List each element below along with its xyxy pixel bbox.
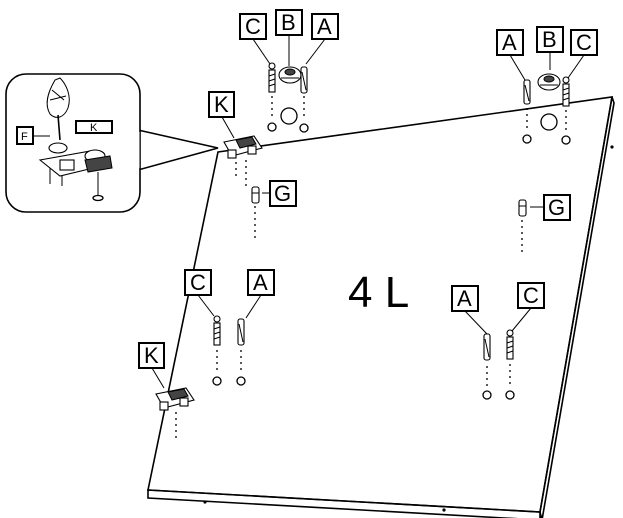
hole (280, 107, 298, 125)
panel-board (147, 96, 615, 518)
label-k-box (208, 91, 235, 118)
detail-callout: F K (5, 73, 219, 213)
hole (540, 113, 558, 131)
label-k-small: K (90, 122, 98, 134)
hinge-group-upper: K (208, 91, 263, 190)
hole (522, 134, 532, 144)
label-c: C (245, 14, 261, 39)
label-b: B (542, 27, 557, 52)
label-c-box (184, 269, 212, 296)
dowel-icon (483, 333, 491, 361)
hand-screwdriver-icon (46, 77, 70, 141)
dowel-icon (523, 79, 531, 105)
hardware-group-mid-right: A C (451, 282, 545, 400)
label-g-box (269, 180, 297, 207)
edge-hole (610, 145, 614, 149)
cam-bolt-icon (562, 76, 570, 107)
shelf-pin-icon (251, 186, 260, 204)
hole (212, 376, 222, 386)
pin-group-right: G (518, 194, 571, 252)
cam-lock-icon (537, 73, 561, 91)
label-f: F (21, 131, 28, 143)
label-a: A (457, 286, 472, 311)
shelf-pin-icon (518, 199, 527, 217)
cam-lock-icon (278, 66, 302, 84)
label-k: K (144, 343, 159, 368)
hardware-group-mid-left: C A (184, 269, 275, 386)
hole (482, 390, 492, 400)
edge-hole (203, 500, 207, 504)
pin-group-upper-left: G (251, 180, 297, 240)
label-g: G (274, 181, 291, 206)
hardware-group-top-left: C B A (239, 9, 339, 133)
cam-bolt-icon (506, 329, 514, 360)
label-k: K (214, 92, 229, 117)
hole (236, 376, 246, 386)
cam-bolt-icon (268, 62, 276, 93)
hinge-icon (155, 387, 195, 411)
label-a: A (502, 30, 517, 55)
edge-hole (442, 508, 446, 512)
hole (299, 123, 309, 133)
label-a: A (253, 270, 268, 295)
label-a: A (317, 14, 332, 39)
label-k-small-box (75, 120, 113, 134)
label-c: C (190, 270, 206, 295)
cam-bolt-icon (213, 315, 221, 346)
label-g: G (548, 195, 565, 220)
hole (505, 390, 515, 400)
hinge-icon (223, 135, 263, 159)
dowel-icon (237, 318, 245, 346)
hole (267, 122, 277, 132)
hole (561, 135, 571, 145)
hardware-group-top-right: A B C (496, 26, 598, 145)
label-b: B (281, 10, 296, 35)
panel-label: 4 L (348, 268, 409, 317)
label-k-box (138, 342, 165, 369)
label-c: C (576, 30, 592, 55)
cam-fitting-detail (38, 142, 113, 202)
label-c: C (523, 283, 539, 308)
dowel-icon (300, 66, 308, 94)
hinge-group-lower: K (138, 342, 195, 440)
